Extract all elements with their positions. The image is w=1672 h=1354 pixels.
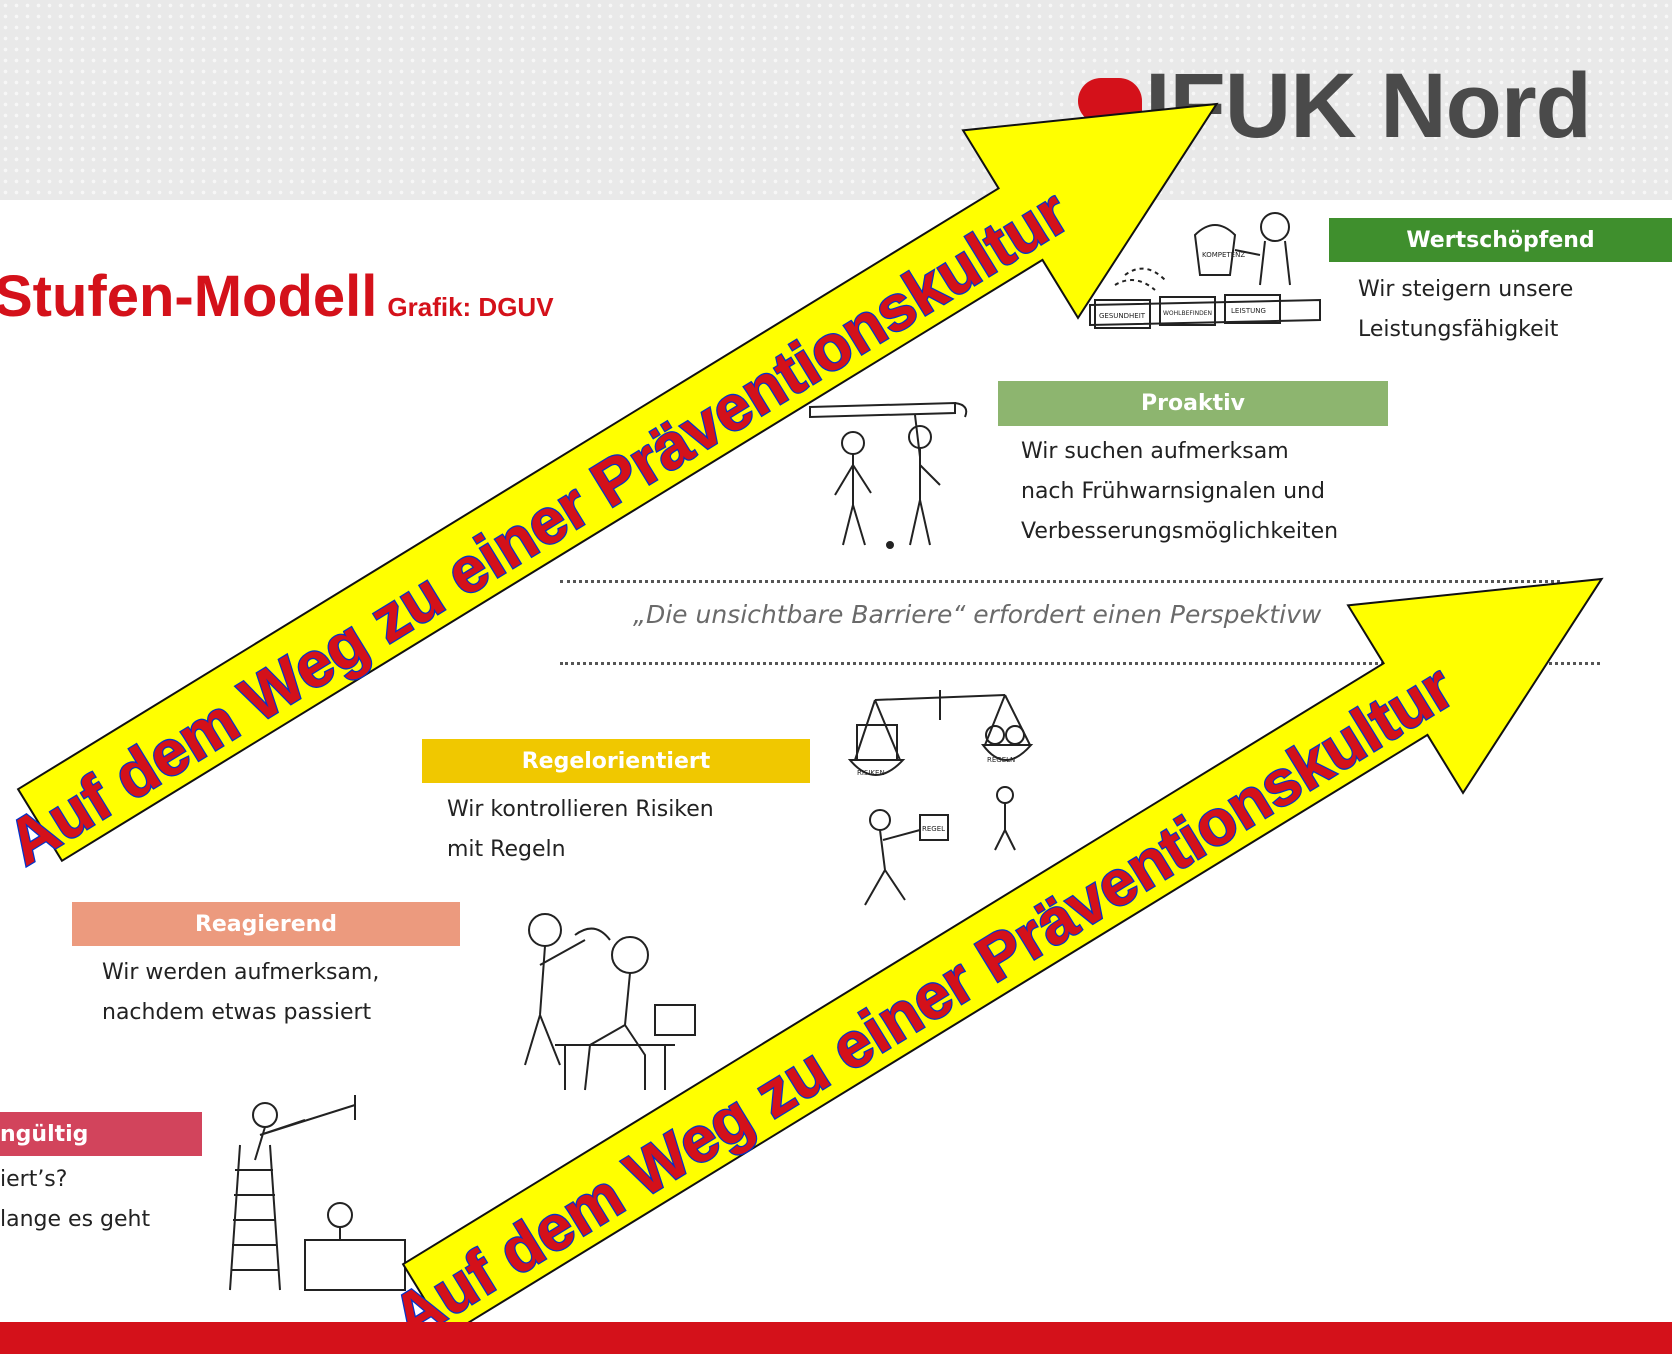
illus-pan-left bbox=[847, 759, 906, 776]
illus-rules-text: REGELN bbox=[987, 756, 1015, 764]
illus-pipe bbox=[809, 401, 956, 419]
illus-rule-box bbox=[919, 814, 949, 841]
arrow-upper: Auf dem Weg zu einer Präventionskultur bbox=[0, 102, 1219, 880]
title-credit: Grafik: DGUV bbox=[387, 292, 554, 322]
illus-person-1-body bbox=[834, 454, 872, 546]
illus-person-body bbox=[1234, 240, 1291, 286]
illus-ground bbox=[1089, 298, 1321, 327]
illustration-gleichgueltig bbox=[229, 1095, 406, 1291]
illus-pipe-end bbox=[954, 402, 968, 418]
illus-sign-2 bbox=[1159, 296, 1216, 326]
stage-desc-regelorientiert: Wir kontrollieren Risiken mit Regeln bbox=[447, 797, 714, 862]
stage-desc-gleichgueltig: iert’s? lange es geht bbox=[0, 1167, 151, 1232]
illus-bench bbox=[555, 1044, 675, 1090]
header-band bbox=[0, 0, 1672, 200]
arrow-upper-shape bbox=[16, 102, 1219, 863]
arrow-lower-shape bbox=[401, 577, 1604, 1338]
illus-nurse-body bbox=[524, 939, 586, 1066]
illus-sign-2-text: WOHLBEFINDEN bbox=[1163, 310, 1212, 317]
illustration-proaktiv bbox=[809, 401, 968, 549]
illus-person-head bbox=[1260, 212, 1290, 242]
illus-sign-1 bbox=[1094, 299, 1151, 329]
illus-tray bbox=[574, 927, 611, 941]
illus-sign-3-text: LEISTUNG bbox=[1231, 307, 1266, 315]
illus-sign-1-text: GESUNDHEIT bbox=[1099, 312, 1146, 320]
illus-scale-beam bbox=[874, 690, 1006, 720]
barrier-dotted-line-top bbox=[560, 580, 1560, 583]
illus-climber-body bbox=[254, 1104, 356, 1161]
stage-label-gleichgueltig: ngültig bbox=[0, 1112, 202, 1156]
illus-runner-body bbox=[864, 829, 921, 906]
stage-desc-reagierend: Wir werden aufmerksam, nachdem etwas pas… bbox=[102, 960, 380, 1025]
footer-band bbox=[0, 1322, 1672, 1354]
illustration-reagierend bbox=[524, 913, 696, 1091]
arrow-lower-text: Auf dem Weg zu einer Präventionskultur bbox=[380, 650, 1466, 1354]
barrier-text: „Die unsichtbare Barriere“ erfordert ein… bbox=[633, 600, 1322, 629]
illus-risk-text: RISIKEN bbox=[857, 769, 885, 777]
arrow-lower: Auf dem Weg zu einer Präventionskultur bbox=[379, 577, 1604, 1354]
illus-bag-text: KOMPETENZ bbox=[1202, 251, 1245, 259]
illus-ladder-rungs bbox=[231, 1169, 278, 1271]
stage-desc-wertschoepfend: Wir steigern unsere Leistungsfähigkeit bbox=[1358, 277, 1574, 342]
title-main: Stufen-Modell bbox=[0, 264, 378, 329]
barrier-dotted-line-bottom bbox=[560, 662, 1600, 665]
illus-scale-strings bbox=[854, 694, 1031, 761]
arrow-upper-text: Auf dem Weg zu einer Präventionskultur bbox=[0, 175, 1081, 879]
illus-risk-boxes bbox=[856, 724, 898, 761]
illus-bag bbox=[1193, 224, 1237, 276]
brand-logo-text: IFUK Nord bbox=[1145, 55, 1592, 157]
illus-ball-2 bbox=[1005, 725, 1025, 745]
illus-patient-body bbox=[584, 972, 646, 1091]
illus-water bbox=[1114, 267, 1166, 291]
illus-person-2-body bbox=[909, 414, 941, 546]
stage-desc-proaktiv: Wir suchen aufmerksam nach Frühwarnsigna… bbox=[1021, 439, 1339, 544]
illus-pan-right bbox=[981, 744, 1034, 761]
illus-rule-box-text: REGEL bbox=[922, 825, 945, 833]
illustration-regelorientiert: RISIKEN REGELN REGEL bbox=[847, 690, 1034, 906]
illustration-wertschoepfend: GESUNDHEIT WOHLBEFINDEN LEISTUNG KOMPETE… bbox=[1089, 212, 1321, 329]
stage-label-proaktiv: Proaktiv bbox=[998, 381, 1388, 426]
illus-small-person-body bbox=[994, 803, 1016, 851]
stage-label-reagierend: Reagierend bbox=[72, 902, 460, 946]
stage-label-wertschoepfend: Wertschöpfend bbox=[1329, 218, 1672, 262]
stage-label-regelorientiert: Regelorientiert bbox=[422, 739, 810, 783]
illus-ball-1 bbox=[985, 725, 1005, 745]
illus-first-aid-box bbox=[654, 1004, 696, 1036]
illus-drop bbox=[886, 541, 894, 549]
illus-sign-3 bbox=[1224, 294, 1281, 324]
